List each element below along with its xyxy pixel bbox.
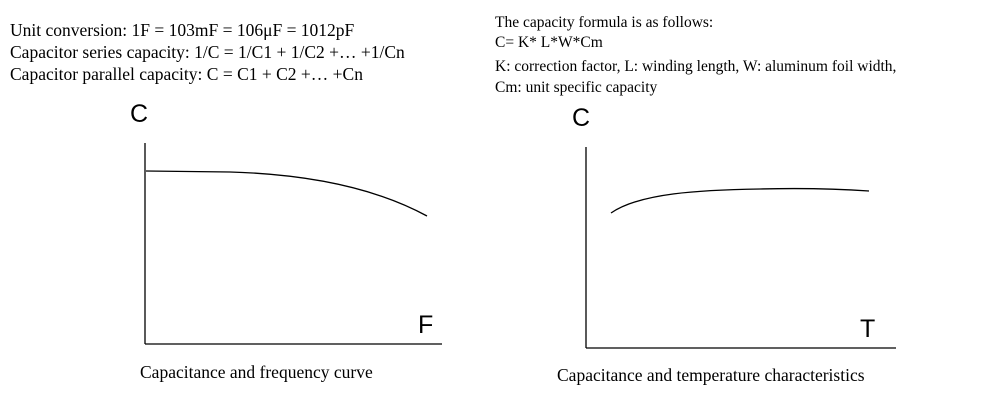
chart1-y-axis-letter: C xyxy=(130,100,149,128)
capacity-formula-legend-cont: Cm: unit specific capacity xyxy=(495,79,658,96)
chart2-y-axis-letter: C xyxy=(572,104,591,132)
formula-series-capacity: Capacitor series capacity: 1/C = 1/C1 + … xyxy=(10,42,405,62)
capacity-formula-legend: K: correction factor, L: winding length,… xyxy=(495,58,897,75)
capacity-formula: C= K* L*W*Cm xyxy=(495,34,603,51)
formula-parallel-capacity: Capacitor parallel capacity: C = C1 + C2… xyxy=(10,64,363,84)
capacity-formula-heading: The capacity formula is as follows: xyxy=(495,14,714,31)
chart2-x-axis-letter: T xyxy=(860,315,876,343)
chart2-capacitance-curve xyxy=(610,187,870,214)
formula-unit-conversion: Unit conversion: 1F = 103mF = 106μF = 10… xyxy=(10,20,355,40)
chart1-x-axis-letter: F xyxy=(418,311,434,339)
chart2-caption: Capacitance and temperature characterist… xyxy=(557,365,865,385)
chart1-caption: Capacitance and frequency curve xyxy=(140,362,373,382)
chart1-capacitance-curve xyxy=(145,170,428,217)
